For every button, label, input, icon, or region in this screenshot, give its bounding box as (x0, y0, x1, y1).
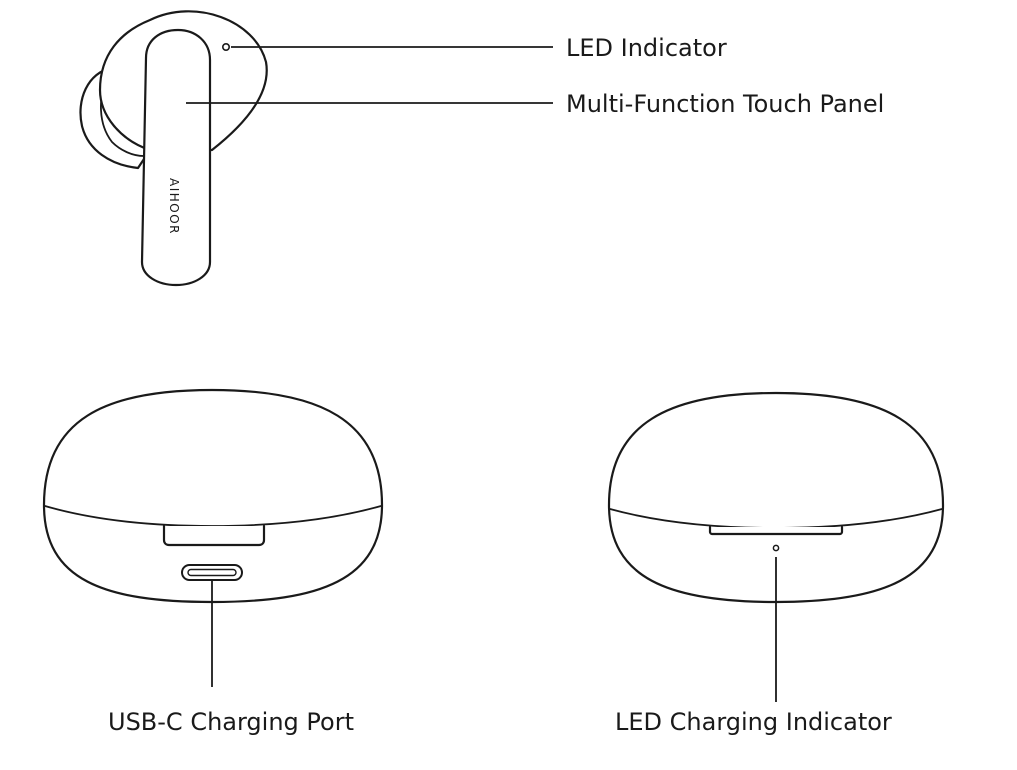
earbud-stem (140, 28, 212, 287)
case-left-hinge-tab (162, 524, 266, 547)
touch-panel-label: Multi-Function Touch Panel (566, 90, 884, 118)
case-right-hinge-tab (708, 525, 844, 536)
usb-c-port-icon (181, 564, 243, 581)
usb-c-port-inner (187, 568, 237, 577)
earbud-led-dot (222, 42, 231, 51)
led-indicator-label: LED Indicator (566, 34, 727, 62)
case-led-dot (772, 544, 780, 552)
charging-case-front (42, 388, 384, 604)
led-charging-indicator-label: LED Charging Indicator (615, 708, 892, 736)
earbud: AIHOOR (79, 10, 268, 287)
earbud-brand-label: AIHOOR (167, 178, 181, 235)
usb-c-port-label: USB-C Charging Port (108, 708, 354, 736)
